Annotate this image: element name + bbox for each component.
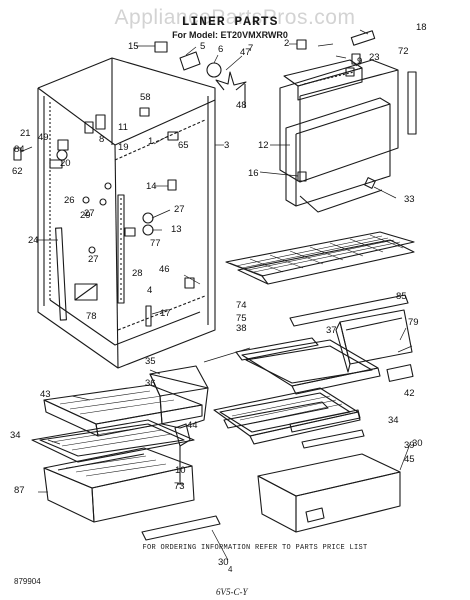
callout-42: 42 xyxy=(404,388,415,399)
wire-shelf xyxy=(225,231,415,285)
callout-9: 9 xyxy=(357,56,362,67)
callout-79: 79 xyxy=(408,317,419,328)
watermark: AppliancePartsPros.com xyxy=(114,6,356,29)
control-housing xyxy=(279,59,399,183)
model-number: For Model: ET20VMXRWR0 xyxy=(172,30,288,40)
callout-39: 39 xyxy=(404,440,415,451)
hinge-44 xyxy=(174,423,191,485)
callout-77: 77 xyxy=(150,238,161,249)
callout-58: 58 xyxy=(140,92,151,103)
callout-47: 47 xyxy=(240,47,251,58)
handwritten-signature: 6V5-C-Y xyxy=(216,587,248,597)
callout-44: 44 xyxy=(187,420,198,431)
callout-7: 7 xyxy=(248,43,253,54)
page-number: 4 xyxy=(228,565,233,574)
callout-29: 29 xyxy=(80,210,91,221)
callout-13: 13 xyxy=(171,224,182,235)
callout-27: 27 xyxy=(84,208,95,219)
callout-72: 72 xyxy=(398,46,409,57)
callout-35: 35 xyxy=(145,356,156,367)
diagram-title: LINER PARTS xyxy=(181,14,279,29)
callout-30: 30 xyxy=(412,438,423,449)
callout-34: 34 xyxy=(388,415,399,426)
callout-85: 85 xyxy=(396,291,407,302)
callout-14: 14 xyxy=(146,181,157,192)
callout-1: 1 xyxy=(148,136,153,147)
callout-16: 16 xyxy=(248,168,259,179)
callout-18: 18 xyxy=(416,22,427,33)
glass-shelf xyxy=(235,294,409,395)
callout-33: 33 xyxy=(404,194,415,205)
callout-6: 6 xyxy=(218,44,223,55)
callout-73: 73 xyxy=(174,481,185,492)
callout-43: 43 xyxy=(40,389,51,400)
callout-19: 19 xyxy=(118,142,129,153)
callout-74: 74 xyxy=(236,300,247,311)
dairy-tray-35 xyxy=(149,365,209,429)
shelf-rails xyxy=(55,194,125,321)
callout-36: 36 xyxy=(145,378,156,389)
top-parts xyxy=(154,30,376,108)
callout-37: 37 xyxy=(326,325,337,336)
callout-62: 62 xyxy=(12,166,23,177)
callout-30: 30 xyxy=(218,557,229,568)
callout-46: 46 xyxy=(159,264,170,275)
crisper-bin-85 xyxy=(335,309,414,382)
callout-34: 34 xyxy=(10,430,21,441)
callout-84: 84 xyxy=(14,144,25,155)
crisper-cover xyxy=(213,387,365,449)
callout-24: 24 xyxy=(28,235,39,246)
callout-10: 10 xyxy=(175,465,186,476)
crisper-drawer-30 xyxy=(257,453,401,533)
callout-20: 20 xyxy=(60,158,71,169)
callout-21: 21 xyxy=(20,128,31,139)
crisper-cover-34 xyxy=(31,419,195,463)
callout-26: 26 xyxy=(64,195,75,206)
leader-lines xyxy=(19,29,413,561)
door-trim-72 xyxy=(407,71,417,135)
ordering-note: FOR ORDERING INFORMATION REFER TO PARTS … xyxy=(142,544,368,552)
callout-17: 17 xyxy=(160,308,171,319)
callout-3: 3 xyxy=(224,140,229,151)
callout-27: 27 xyxy=(174,204,185,215)
callout-12: 12 xyxy=(258,140,269,151)
callout-27: 27 xyxy=(88,254,99,265)
callout-65: 65 xyxy=(178,140,189,151)
drawer-trim-30 xyxy=(141,515,221,541)
callout-2: 2 xyxy=(284,38,289,49)
callout-8: 8 xyxy=(99,134,104,145)
callout-23: 23 xyxy=(369,52,380,63)
callout-38: 38 xyxy=(236,323,247,334)
callout-75: 75 xyxy=(236,313,247,324)
callout-45: 45 xyxy=(404,454,415,465)
callout-78: 78 xyxy=(86,311,97,322)
side-panel-12 xyxy=(285,97,391,213)
callout-48: 48 xyxy=(236,100,247,111)
callout-11: 11 xyxy=(118,122,128,133)
liner-cabinet xyxy=(37,57,216,369)
callout-5: 5 xyxy=(200,41,205,52)
callout-4: 4 xyxy=(147,285,152,296)
callout-49: 49 xyxy=(38,132,49,143)
crisper-drawer-87 xyxy=(43,447,195,523)
callout-28: 28 xyxy=(132,268,143,279)
document-code: 879904 xyxy=(14,577,41,586)
wire-shelf-rods xyxy=(229,234,404,277)
callout-15: 15 xyxy=(128,41,139,52)
callout-87: 87 xyxy=(14,485,25,496)
